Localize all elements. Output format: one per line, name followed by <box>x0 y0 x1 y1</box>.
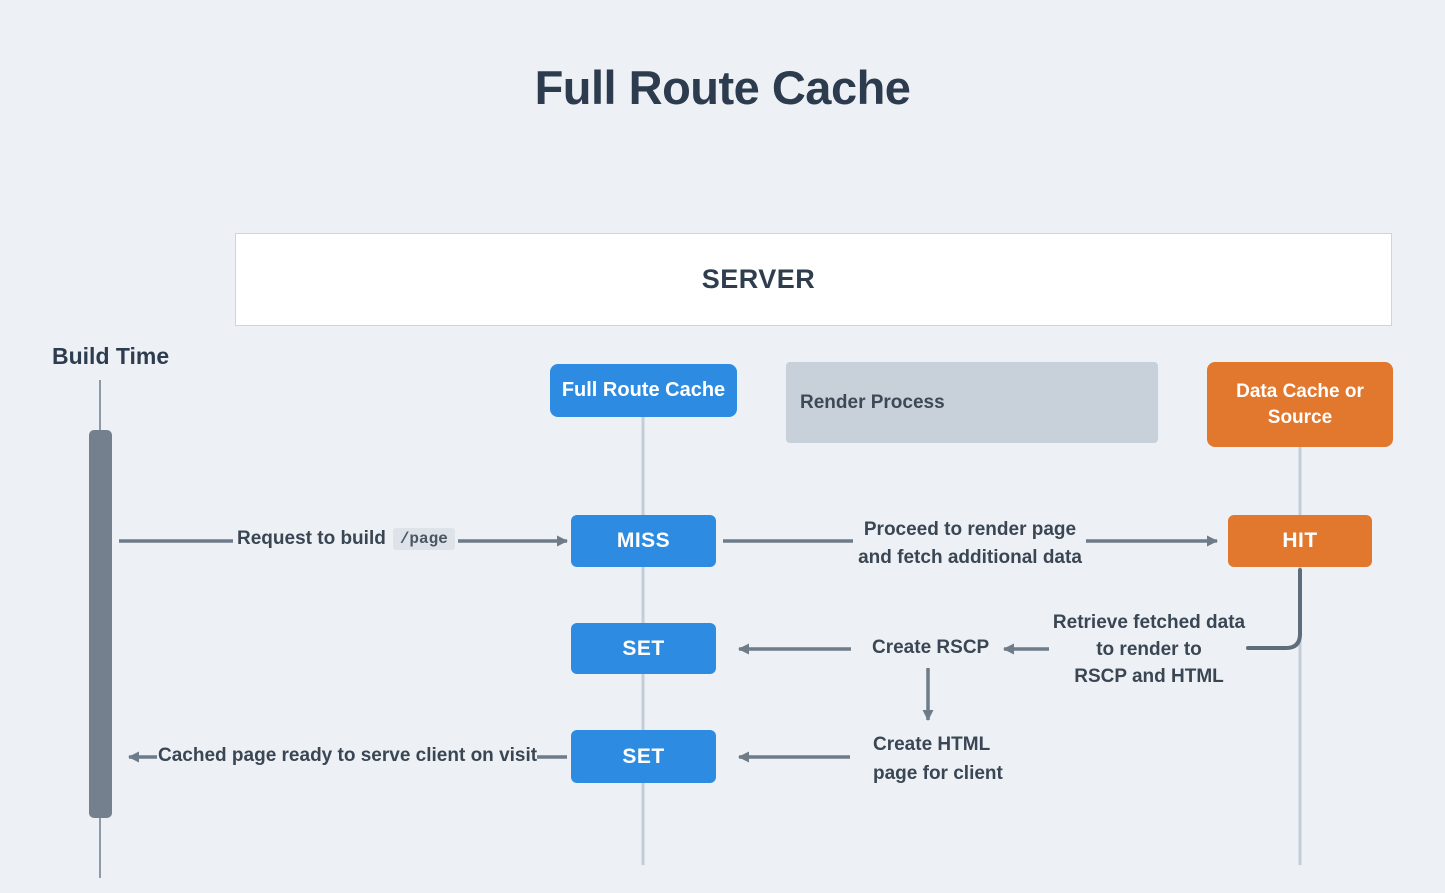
create-html-label: Create HTML page for client <box>873 730 1003 788</box>
proceed-line-1: Proceed to render page <box>863 519 1077 540</box>
page-route-code-chip: /page <box>392 528 455 550</box>
cache-hit-node: HIT <box>1228 515 1372 567</box>
cached-page-ready-label: Cached page ready to serve client on vis… <box>158 745 538 766</box>
server-container: SERVER <box>235 233 1392 326</box>
retrieve-line-3: RSCP and HTML <box>1074 666 1224 687</box>
retrieve-line-1: Retrieve fetched data <box>1052 612 1246 633</box>
request-to-build-label: Request to build /page <box>237 528 455 550</box>
request-to-build-text: Request to build <box>237 528 386 549</box>
build-time-label: Build Time <box>52 343 170 369</box>
create-rscp-label: Create RSCP <box>872 637 990 658</box>
actor-full-route-cache: Full Route Cache <box>550 364 737 417</box>
proceed-to-render-label: Proceed to render page and fetch additio… <box>853 516 1087 572</box>
retrieve-fetched-data-label: Retrieve fetched data to render to RSCP … <box>1050 609 1248 690</box>
page-title: Full Route Cache <box>534 61 911 114</box>
cache-set-rscp-node: SET <box>571 623 716 674</box>
elbow-hit-to-retrieve <box>1246 568 1302 650</box>
actor-data-cache-or-source: Data Cache or Source <box>1207 362 1393 447</box>
create-html-line-2: page for client <box>873 763 1003 784</box>
cache-miss-node: MISS <box>571 515 716 567</box>
create-html-line-1: Create HTML <box>873 734 991 755</box>
actor-render-process: Render Process <box>786 362 1158 443</box>
proceed-line-2: and fetch additional data <box>858 547 1082 568</box>
retrieve-line-2: to render to <box>1096 639 1202 660</box>
build-time-activation-bar <box>89 430 112 818</box>
cache-set-html-node: SET <box>571 730 716 783</box>
server-label: SERVER <box>701 264 816 294</box>
